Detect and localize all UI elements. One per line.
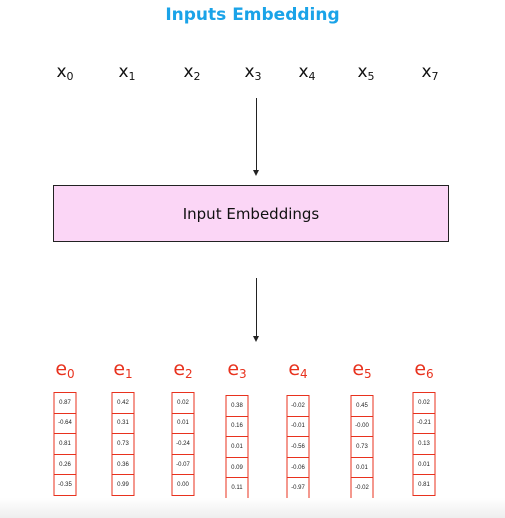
embedding-value-cell: 0.87 — [54, 393, 76, 414]
embedding-label-e1: e1 — [103, 358, 143, 381]
input-token-x7-subscript: 7 — [431, 70, 439, 83]
embedding-label-e5: e5 — [342, 358, 382, 381]
arrow-to-vectors-line — [256, 278, 257, 336]
input-token-x2-base: x — [183, 62, 194, 82]
input-token-x1-subscript: 1 — [128, 70, 136, 83]
embedding-value-cell: 0.81 — [413, 475, 435, 496]
embedding-value-cell: 0.31 — [112, 414, 134, 435]
embedding-label-e5-subscript: 5 — [364, 367, 372, 381]
input-token-x4-base: x — [298, 62, 309, 82]
embedding-label-e5-base: e — [352, 358, 365, 380]
embedding-value-cell: 0.16 — [226, 417, 248, 438]
input-token-x2: x2 — [172, 62, 212, 83]
embedding-label-e0-subscript: 0 — [67, 367, 75, 381]
arrow-to-vectors-head — [253, 336, 259, 342]
embedding-value-cell: -0.97 — [287, 478, 309, 499]
embedding-value-cell: 0.42 — [112, 393, 134, 414]
input-token-x3-base: x — [244, 62, 255, 82]
embedding-value-cell: -0.21 — [413, 414, 435, 435]
embedding-label-e6-base: e — [414, 358, 427, 380]
embedding-value-cell: 0.01 — [351, 458, 373, 479]
embedding-value-cell: 0.09 — [226, 458, 248, 479]
embedding-value-cell: 0.45 — [351, 396, 373, 417]
input-token-x0-base: x — [56, 62, 67, 82]
input-token-x5: x5 — [346, 62, 386, 83]
input-token-x4-subscript: 4 — [308, 70, 316, 83]
embedding-label-e2: e2 — [163, 358, 203, 381]
input-token-x5-base: x — [357, 62, 368, 82]
diagram-title: Inputs Embedding — [165, 5, 340, 25]
embedding-value-cell: 0.01 — [172, 414, 194, 435]
arrow-to-embeddings-line — [256, 98, 257, 170]
input-token-x1-base: x — [118, 62, 129, 82]
embedding-value-cell: 0.02 — [413, 393, 435, 414]
input-embeddings-box: Input Embeddings — [53, 185, 449, 242]
embedding-value-cell: -0.64 — [54, 414, 76, 435]
input-token-x0-subscript: 0 — [66, 70, 74, 83]
embedding-value-cell: 0.02 — [172, 393, 194, 414]
input-token-x0: x0 — [45, 62, 85, 83]
input-token-x5-subscript: 5 — [367, 70, 375, 83]
input-token-x7: x7 — [410, 62, 450, 83]
embedding-value-cell: -0.35 — [54, 475, 76, 496]
embedding-label-e4: e4 — [278, 358, 318, 381]
embedding-value-cell: -0.24 — [172, 434, 194, 455]
embedding-label-e3: e3 — [217, 358, 257, 381]
embedding-value-cell: 0.73 — [112, 434, 134, 455]
embedding-value-cell: -0.07 — [172, 455, 194, 476]
arrow-to-embeddings-head — [253, 170, 259, 176]
embedding-label-e6-subscript: 6 — [426, 367, 434, 381]
embedding-value-cell: -0.56 — [287, 437, 309, 458]
input-token-x4: x4 — [287, 62, 327, 83]
input-token-x7-base: x — [421, 62, 432, 82]
embedding-label-e2-base: e — [173, 358, 186, 380]
embedding-label-e3-subscript: 3 — [239, 367, 247, 381]
embedding-value-cell: 0.26 — [54, 455, 76, 476]
embedding-label-e1-base: e — [113, 358, 126, 380]
input-token-x3: x3 — [233, 62, 273, 83]
embedding-value-cell: 0.81 — [54, 434, 76, 455]
input-token-x2-subscript: 2 — [193, 70, 201, 83]
embedding-label-e3-base: e — [227, 358, 240, 380]
embedding-label-e6: e6 — [404, 358, 444, 381]
embedding-vector-e4: -0.02-0.01-0.56-0.06-0.97 — [286, 395, 310, 499]
embedding-label-e4-subscript: 4 — [300, 367, 308, 381]
embedding-label-e4-base: e — [288, 358, 301, 380]
embedding-label-e0: e0 — [45, 358, 85, 381]
embedding-value-cell: -0.02 — [287, 396, 309, 417]
footer-shadow — [0, 498, 505, 518]
embedding-value-cell: 0.36 — [112, 455, 134, 476]
embedding-value-cell: 0.01 — [413, 455, 435, 476]
embedding-value-cell: -0.01 — [287, 417, 309, 438]
embedding-value-cell: 0.73 — [351, 437, 373, 458]
embedding-value-cell: 0.01 — [226, 437, 248, 458]
embedding-value-cell: -0.06 — [287, 458, 309, 479]
embedding-value-cell: -0.00 — [351, 417, 373, 438]
embedding-value-cell: 0.13 — [413, 434, 435, 455]
input-token-x1: x1 — [107, 62, 147, 83]
embedding-value-cell: 0.38 — [226, 396, 248, 417]
input-embeddings-label: Input Embeddings — [182, 204, 320, 223]
embedding-value-cell: 0.00 — [172, 475, 194, 496]
embedding-value-cell: 0.11 — [226, 478, 248, 499]
embedding-value-cell: -0.02 — [351, 478, 373, 499]
embedding-label-e1-subscript: 1 — [125, 367, 133, 381]
embedding-label-e2-subscript: 2 — [185, 367, 193, 381]
input-token-x3-subscript: 3 — [254, 70, 262, 83]
embedding-value-cell: 0.99 — [112, 475, 134, 496]
embedding-label-e0-base: e — [55, 358, 68, 380]
